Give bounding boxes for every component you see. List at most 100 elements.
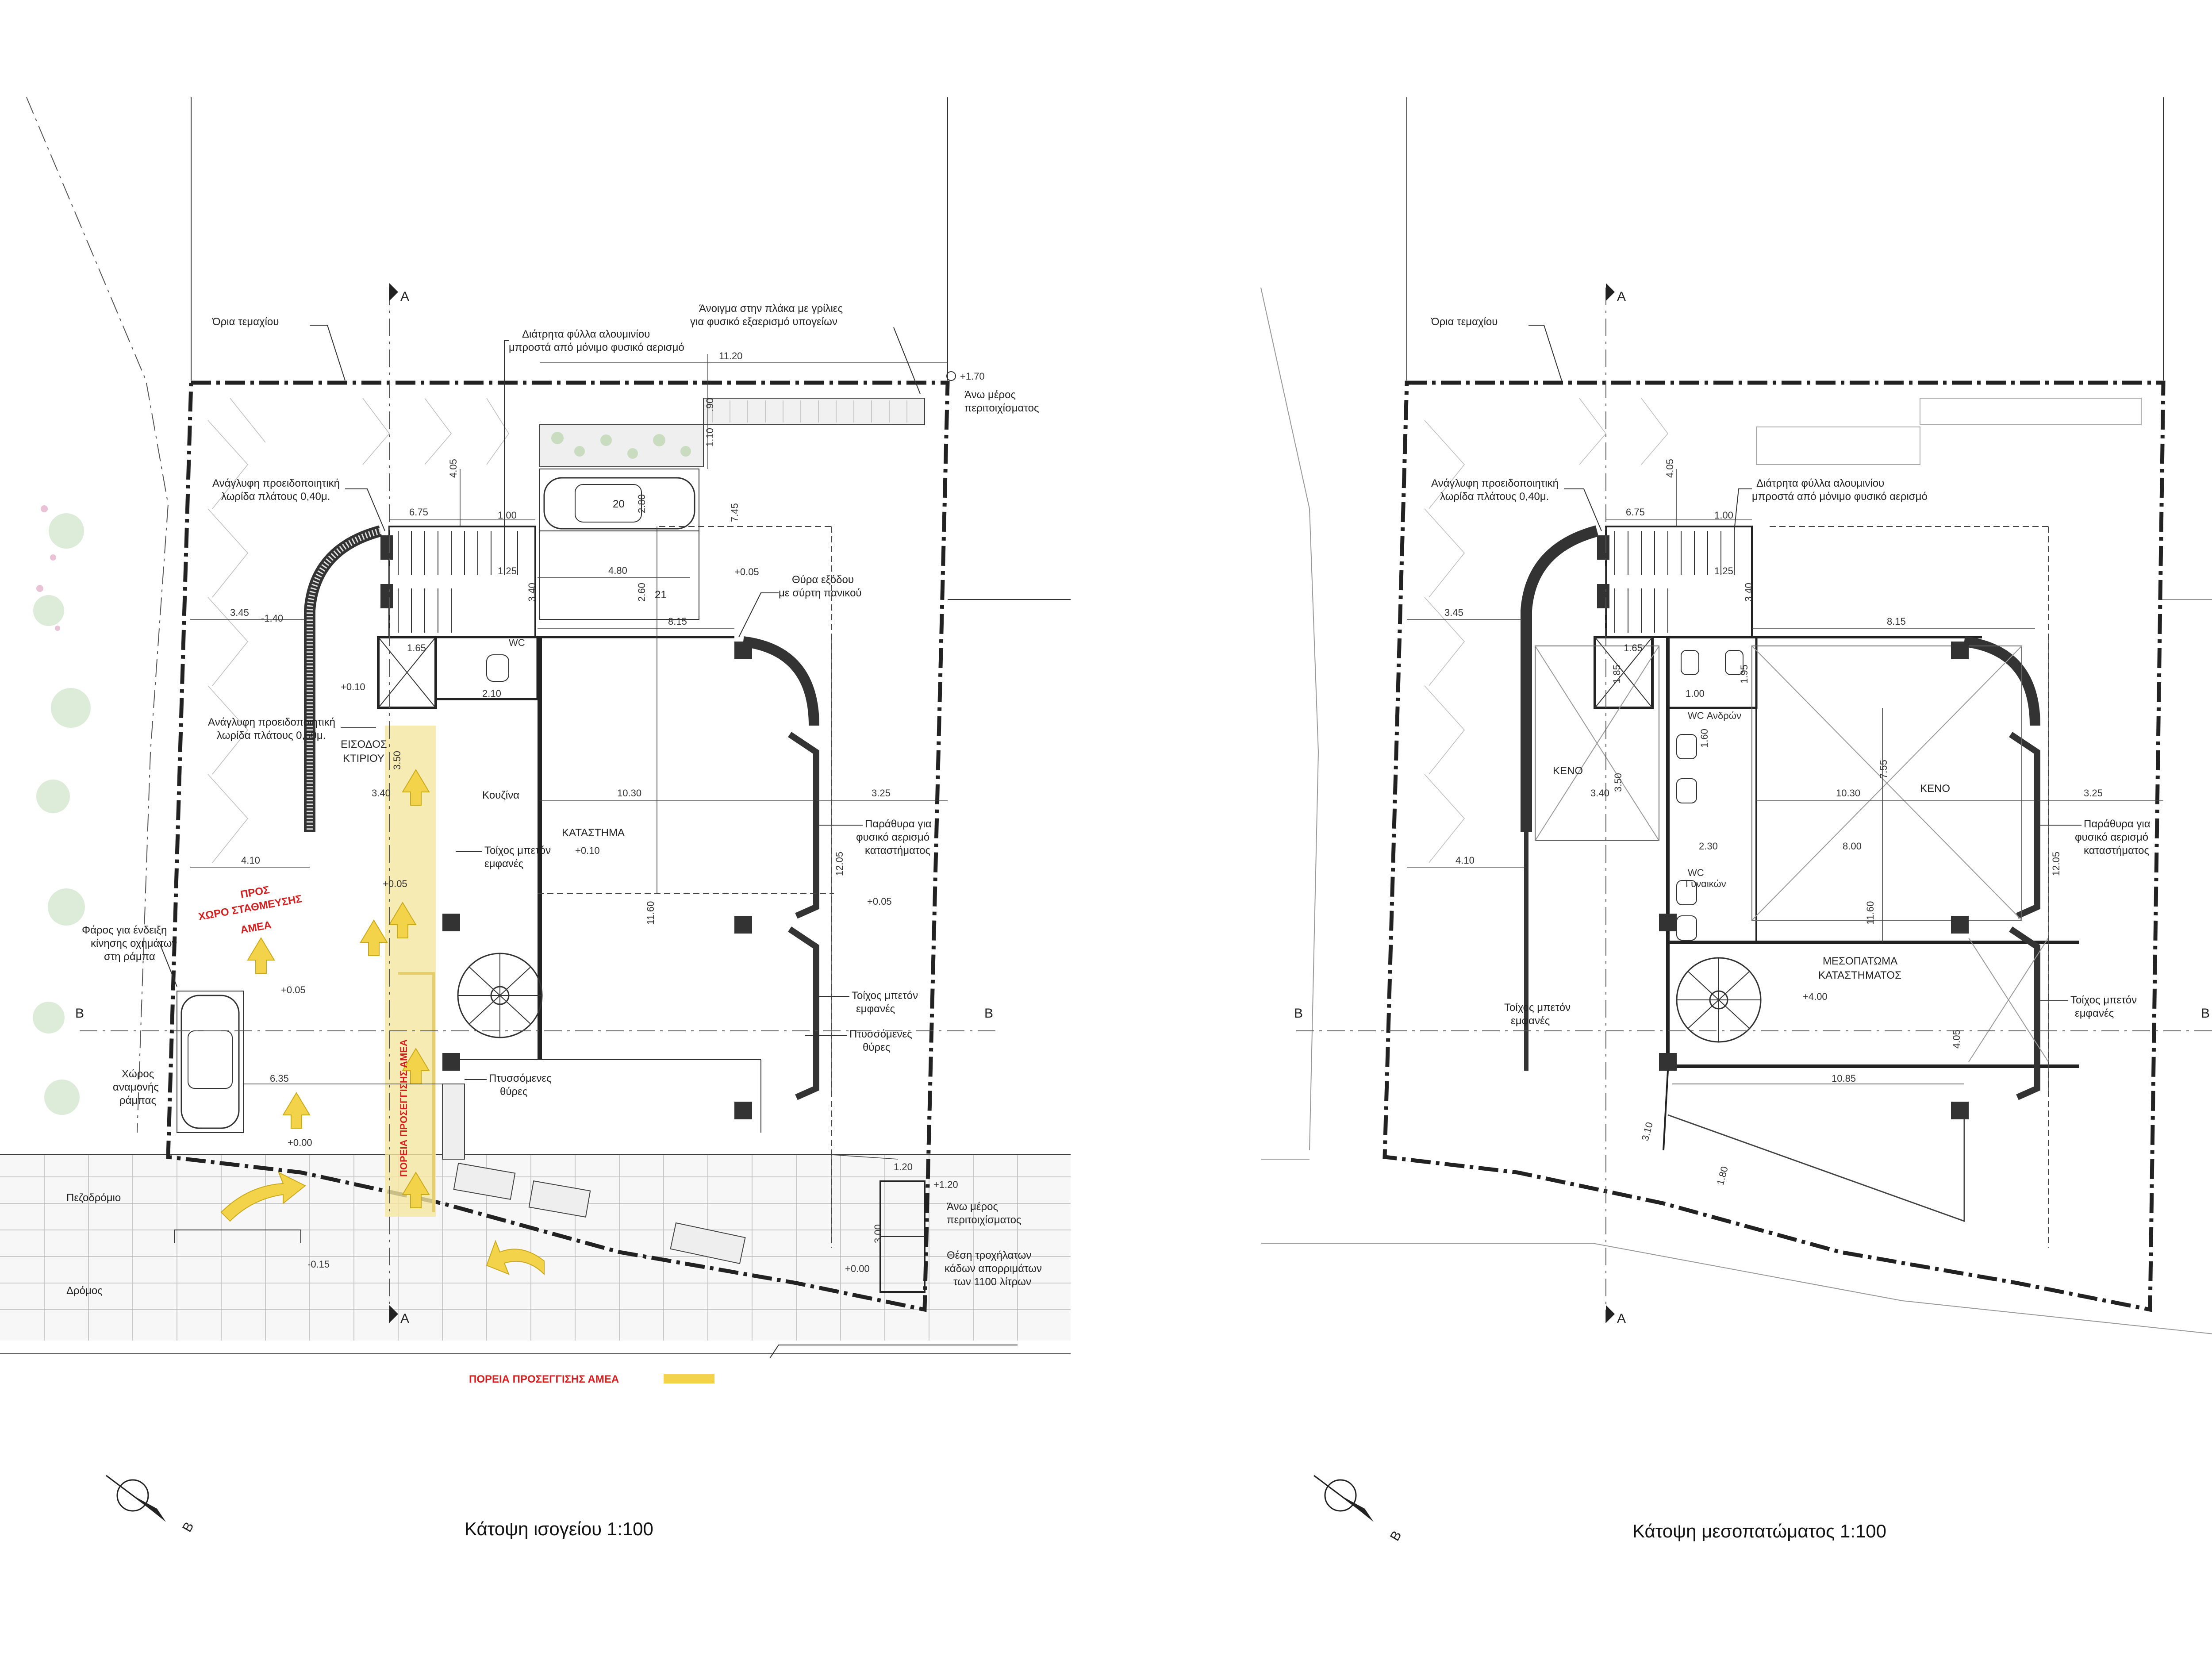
parking-space-21	[539, 530, 699, 620]
dim-120: 1.20	[894, 1161, 913, 1172]
mezz-wc-women	[1667, 707, 1757, 943]
north-arrow-left	[106, 1475, 166, 1522]
mezz-wc-men-label: WC Ανδρών	[1688, 710, 1741, 721]
mezz-dim-310: 3.10	[1640, 1121, 1655, 1142]
mezz-dim-800: 8.00	[1843, 841, 1862, 852]
folding-doors-1: Πτυσσόμενες	[849, 1028, 912, 1040]
mezz-wall-right-1: Τοίχος μπετόν	[2070, 994, 2137, 1006]
dim-125: 1.25	[498, 565, 517, 576]
mezz-stair-core	[1597, 526, 1753, 638]
level-015: -0.15	[307, 1259, 330, 1270]
mezz-dim-160: 1.60	[1699, 729, 1710, 748]
folding-doors-b1: Πτυσσόμενες	[489, 1072, 552, 1084]
mezz-wall-right-2: εμφανές	[2075, 1007, 2114, 1019]
level-005c: +0.05	[867, 896, 892, 907]
mezz-wall-left-1: Τοίχος μπετόν	[1504, 1002, 1571, 1014]
mezz-dim-325: 3.25	[2084, 788, 2103, 799]
wc-label: WC	[509, 637, 525, 648]
mezz-dim-350: 3.50	[1613, 773, 1624, 792]
mezz-dim-1160: 11.60	[1865, 901, 1876, 925]
mezz-wc-women-1: WC	[1688, 867, 1704, 878]
ventilation-grille	[703, 398, 925, 425]
yellow-arrows	[220, 769, 545, 1276]
dim-1120: 11.20	[719, 350, 742, 361]
mezz-dim-195: 1.95	[1739, 665, 1750, 684]
level-005a: +0.05	[734, 566, 759, 577]
mezz-dim-1205: 12.05	[2051, 852, 2062, 876]
mezz-dim-125: 1.25	[1714, 565, 1733, 576]
mezz-label-2: ΚΑΤΑΣΤΗΜΑΤΟΣ	[1818, 969, 1901, 981]
ramp-waiting-area	[177, 991, 244, 1133]
dim-1160: 11.60	[645, 901, 656, 925]
mezz-tactile-1: Ανάγλυφη προειδοποιητική	[1431, 477, 1559, 489]
legend-path-label: ΠΟΡΕΙΑ ΠΡΟΣΕΓΓΙΣΗΣ ΑΜΕΑ	[469, 1373, 619, 1385]
shop-windows-1: Παράθυρα για	[865, 818, 932, 830]
north-arrow-right	[1313, 1475, 1374, 1522]
waiting-1: Χώρος	[122, 1068, 154, 1080]
waiting-3: ράμπας	[119, 1095, 156, 1107]
dim-325: 3.25	[872, 788, 891, 799]
dim-210: 2.10	[482, 688, 501, 699]
dim-165: 1.65	[407, 642, 426, 653]
mezz-label-1: ΜΕΣΟΠΑΤΩΜΑ	[1823, 955, 1897, 967]
dim-410: 4.10	[241, 855, 260, 866]
top-enclosure-b1: Άνω μέρος	[947, 1201, 998, 1213]
mezz-void-corner	[1968, 938, 2049, 1062]
level-000a: +0.00	[288, 1137, 312, 1148]
mezz-aluminum-2: μπροστά από μόνιμο φυσικό αερισμό	[1752, 491, 1928, 503]
beacon-3: στη ράμπα	[104, 951, 155, 963]
folding-doors-b2: θύρες	[500, 1086, 527, 1098]
dim-815: 8.15	[668, 616, 687, 627]
parking-number-20: 20	[613, 498, 625, 510]
section-a-bottom: A	[400, 1311, 409, 1326]
top-enclosure-2: περιτοιχίσματος	[964, 402, 1039, 414]
top-enclosure-1: Άνω μέρος	[964, 389, 1016, 401]
north-letter-left: Β	[180, 1520, 197, 1535]
mezz-dim-340b: 3.40	[1590, 788, 1609, 799]
kitchen-label: Κουζίνα	[482, 789, 519, 801]
entrance-1: ΕΙΣΟΔΟΣ	[341, 738, 387, 750]
level-000b: +0.00	[845, 1263, 870, 1274]
mezz-windows-1: Παράθυρα για	[2084, 818, 2151, 830]
mezz-windows-2: φυσικό αερισμό	[2075, 831, 2148, 843]
dim-280: 2.80	[636, 494, 647, 513]
columns	[442, 642, 752, 1119]
dim-405: 4.05	[448, 459, 459, 478]
site-boundary-left	[26, 97, 169, 1133]
mezz-void-left-label: ΚΕΝΟ	[1553, 765, 1583, 777]
exit-door-2: με σύρτη πανικού	[779, 587, 862, 599]
car-side	[180, 995, 240, 1129]
mezz-dim-230: 2.30	[1699, 841, 1718, 852]
shop-walls	[442, 526, 834, 1248]
planter-top-plants	[551, 432, 691, 459]
mezzanine-title: Κάτοψη μεσοπατώματος 1:100	[1632, 1521, 1886, 1541]
level-005b: +0.05	[383, 878, 407, 889]
mezz-section-a-top: A	[1617, 289, 1626, 304]
plot-boundary	[166, 380, 950, 1312]
bins-1: Θέση τροχήλατων	[947, 1249, 1031, 1261]
mezz-site-line	[1260, 287, 1319, 1151]
mezz-planter-top	[1756, 427, 1920, 465]
concrete-wall-b1: Τοίχος μπετόν	[852, 990, 918, 1002]
accessible-path-vertical-label: ΠΟΡΕΙΑ ΠΡΟΣΕΓΓΙΣΗΣ ΑΜΕΑ	[398, 1039, 409, 1177]
mezz-dim-1030: 10.30	[1836, 788, 1860, 799]
shop-windows-3: καταστήματος	[865, 845, 930, 857]
tactile-060-2: λωρίδα πλάτους 0,60μ.	[217, 730, 326, 742]
dim-340b: 3.40	[372, 788, 391, 799]
dim-110: 1.10	[704, 428, 715, 447]
grille-2: για φυσικό εξαερισμό υπογείων	[690, 316, 837, 328]
mezz-site-hatch	[1424, 398, 1668, 863]
mezz-dim-345: 3.45	[1444, 607, 1463, 618]
dim-635: 6.35	[270, 1073, 289, 1084]
top-enclosure-b2: περιτοιχίσματος	[947, 1214, 1022, 1226]
tactile-040-1: Ανάγλυφη προειδοποιητική	[212, 477, 340, 489]
aluminum-sheets-2: μπροστά από μόνιμο φυσικό αερισμό	[509, 342, 684, 354]
mezz-spiral-stair	[1676, 957, 1762, 1043]
car-top	[543, 477, 695, 530]
mezz-windows-3: καταστήματος	[2084, 845, 2149, 857]
stair-core	[380, 526, 536, 638]
exit-door-1: Θύρα εξόδου	[792, 574, 854, 586]
level-140: -1.40	[261, 613, 283, 624]
mezz-level-400: +4.00	[1803, 991, 1828, 1002]
